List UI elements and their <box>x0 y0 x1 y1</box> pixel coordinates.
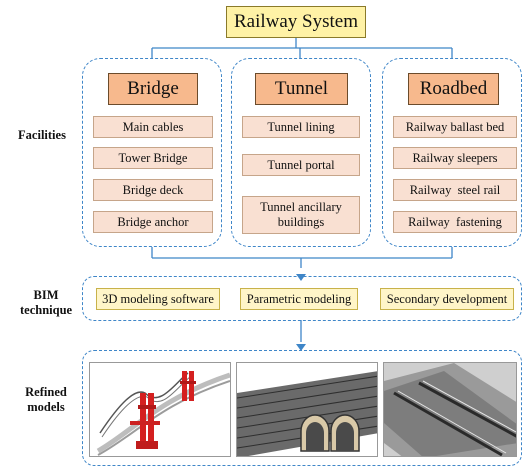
side-label-bim: BIM technique <box>20 288 73 317</box>
side-label-refined: Refined models <box>25 385 67 414</box>
bim-technique: Secondary development <box>380 288 514 310</box>
facility-item: Tunnel ancillary buildings <box>242 196 360 234</box>
facility-item: Tower Bridge <box>93 147 213 169</box>
tunnel-group <box>231 58 371 247</box>
roadbed-model-image <box>383 362 517 457</box>
facility-item: Tunnel portal <box>242 154 360 176</box>
bim-technique: Parametric modeling <box>240 288 358 310</box>
refined-models-group <box>82 350 522 466</box>
category-tunnel: Tunnel <box>255 73 348 105</box>
facility-item: Bridge deck <box>93 179 213 201</box>
facility-item: Bridge anchor <box>93 211 213 233</box>
bim-group <box>82 276 522 321</box>
category-roadbed: Roadbed <box>408 73 499 105</box>
facility-item: Railway sleepers <box>393 147 517 169</box>
facility-item: Main cables <box>93 116 213 138</box>
facility-item: Railway fastening <box>393 211 517 233</box>
facility-item: Tunnel lining <box>242 116 360 138</box>
facility-item: Railway ballast bed <box>393 116 517 138</box>
bridge-model-image <box>89 362 231 457</box>
category-bridge: Bridge <box>108 73 198 105</box>
bim-technique: 3D modeling software <box>96 288 220 310</box>
side-label-facilities: Facilities <box>18 128 66 142</box>
roadbed-group <box>382 58 522 247</box>
system-title: Railway System <box>226 6 366 38</box>
bridge-group <box>82 58 222 247</box>
tunnel-model-image <box>236 362 378 457</box>
facility-item: Railway steel rail <box>393 179 517 201</box>
